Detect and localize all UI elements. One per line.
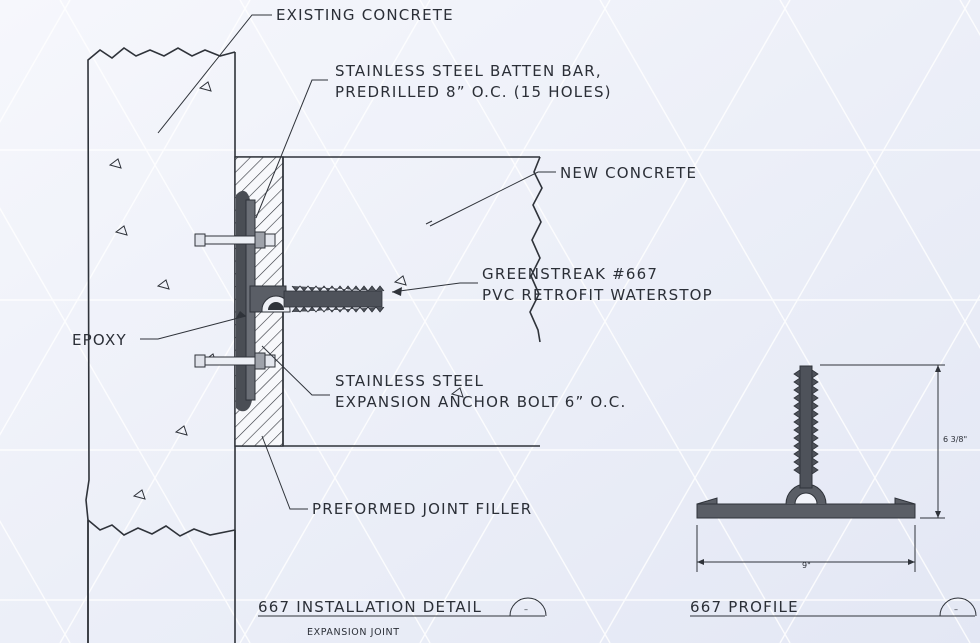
- waterstop-installed: [249, 285, 385, 313]
- anchor-bolt-lower: [194, 352, 276, 370]
- label-anchor-line2: EXPANSION ANCHOR BOLT 6” O.C.: [335, 393, 626, 411]
- label-batten-bar-line1: STAINLESS STEEL BATTEN BAR,: [335, 62, 602, 80]
- dimension-width: 9": [802, 561, 811, 570]
- waterstop-stem: [283, 285, 385, 313]
- installation-detail-subtitle: EXPANSION JOINT: [307, 627, 400, 638]
- label-epoxy: EPOXY: [72, 331, 127, 349]
- anchor-bolt-upper: [194, 231, 276, 249]
- installation-detail-marker: –: [524, 605, 528, 614]
- existing-concrete-slab: [85, 47, 236, 643]
- profile-dimensions: [696, 364, 945, 572]
- title-installation-detail: 667 INSTALLATION DETAIL – EXPANSION JOIN…: [258, 597, 547, 638]
- label-waterstop-line1: GREENSTREAK #667: [482, 265, 658, 283]
- profile-title: 667 PROFILE: [690, 598, 799, 616]
- profile-marker: –: [954, 605, 958, 614]
- leader-arrowheads: [236, 287, 402, 318]
- waterstop-profile: [696, 365, 916, 519]
- dimension-height: 6 3/8": [943, 435, 967, 444]
- label-existing-concrete: EXISTING CONCRETE: [276, 6, 454, 24]
- label-anchor-line1: STAINLESS STEEL: [335, 372, 484, 390]
- dimension-ticks: [697, 365, 941, 565]
- installation-detail-title: 667 INSTALLATION DETAIL: [258, 598, 482, 616]
- new-concrete-slab: [235, 156, 543, 447]
- label-batten-bar-line2: PREDRILLED 8” O.C. (15 HOLES): [335, 83, 612, 101]
- label-new-concrete: NEW CONCRETE: [560, 164, 697, 182]
- title-profile: 667 PROFILE –: [690, 597, 977, 617]
- leader-lines: [140, 14, 556, 510]
- label-waterstop-line2: PVC RETROFIT WATERSTOP: [482, 286, 713, 304]
- label-joint-filler: PREFORMED JOINT FILLER: [312, 500, 532, 518]
